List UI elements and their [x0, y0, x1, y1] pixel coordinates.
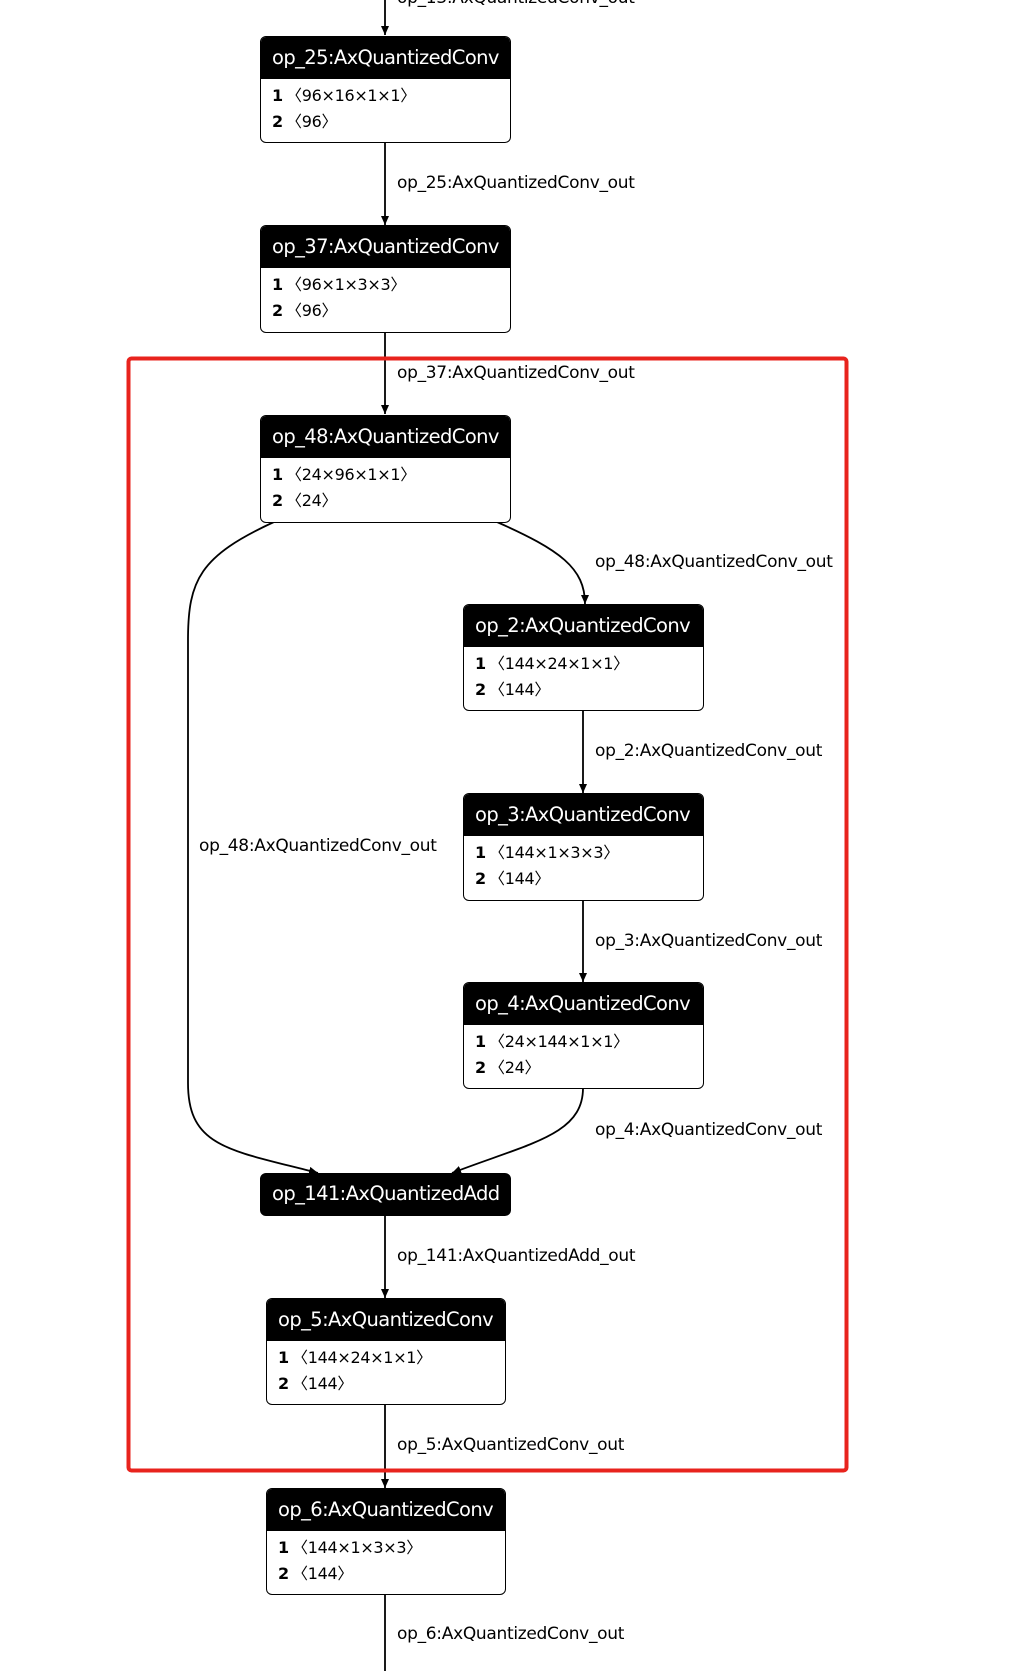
node-title: op_141:AxQuantizedAdd [261, 1174, 510, 1213]
attr-key: 2 [475, 869, 486, 888]
attr-key: 1 [272, 86, 283, 105]
edge-label-top: op_13:AxQuantizedConv_out [397, 0, 635, 8]
node-op-37[interactable]: op_37:AxQuantizedConv 1〈96×1×3×3〉 2〈96〉 [260, 225, 511, 333]
node-op-6[interactable]: op_6:AxQuantizedConv 1〈144×1×3×3〉 2〈144〉 [266, 1488, 506, 1595]
attr-key: 2 [272, 491, 283, 510]
edge-label-op-48-out-right: op_48:AxQuantizedConv_out [595, 552, 833, 572]
edge-label-op-48-out-left: op_48:AxQuantizedConv_out [199, 836, 437, 856]
edge-label-op-37-out: op_37:AxQuantizedConv_out [397, 363, 635, 383]
node-title: op_6:AxQuantizedConv [267, 1489, 505, 1531]
attr-value: 〈144×24×1×1〉 [292, 1348, 432, 1367]
attr-value: 〈144〉 [489, 869, 551, 888]
edge-label-op-25-out: op_25:AxQuantizedConv_out [397, 173, 635, 193]
attr-key: 2 [272, 112, 283, 131]
edge-label-op-2-out: op_2:AxQuantizedConv_out [595, 741, 823, 761]
attr-key: 1 [475, 1032, 486, 1051]
attr-value: 〈144×1×3×3〉 [292, 1538, 422, 1557]
attr-value: 〈24×96×1×1〉 [286, 465, 416, 484]
node-op-5[interactable]: op_5:AxQuantizedConv 1〈144×24×1×1〉 2〈144… [266, 1298, 506, 1405]
attr-value: 〈144〉 [489, 680, 551, 699]
attr-value: 〈144×1×3×3〉 [489, 843, 619, 862]
attr-key: 2 [272, 301, 283, 320]
node-title: op_37:AxQuantizedConv [261, 226, 510, 268]
attr-key: 1 [475, 654, 486, 673]
edge-op-48-to-op-141 [187, 521, 319, 1175]
edge-label-op-3-out: op_3:AxQuantizedConv_out [595, 931, 823, 951]
attr-value: 〈144×24×1×1〉 [489, 654, 629, 673]
attr-key: 1 [272, 465, 283, 484]
attr-value: 〈144〉 [292, 1564, 354, 1583]
node-op-2[interactable]: op_2:AxQuantizedConv 1〈144×24×1×1〉 2〈144… [463, 604, 704, 711]
edge-label-op-141-out: op_141:AxQuantizedAdd_out [397, 1246, 636, 1266]
node-title: op_4:AxQuantizedConv [464, 983, 703, 1025]
attr-value: 〈96〉 [286, 301, 338, 320]
attr-key: 1 [278, 1348, 289, 1367]
attr-value: 〈96〉 [286, 112, 338, 131]
attr-key: 2 [475, 1058, 486, 1077]
edge-op-4-to-op-141 [451, 1087, 584, 1174]
node-title: op_25:AxQuantizedConv [261, 37, 510, 79]
node-title: op_5:AxQuantizedConv [267, 1299, 505, 1341]
attr-key: 2 [475, 680, 486, 699]
attr-key: 1 [278, 1538, 289, 1557]
node-op-25[interactable]: op_25:AxQuantizedConv 1〈96×16×1×1〉 2〈96〉 [260, 36, 511, 143]
edge-label-op-4-out: op_4:AxQuantizedConv_out [595, 1120, 823, 1140]
node-title: op_48:AxQuantizedConv [261, 416, 510, 458]
attr-value: 〈144〉 [292, 1374, 354, 1393]
attr-value: 〈24×144×1×1〉 [489, 1032, 629, 1051]
node-op-48[interactable]: op_48:AxQuantizedConv 1〈24×96×1×1〉 2〈24〉 [260, 415, 511, 523]
edge-label-op-5-out: op_5:AxQuantizedConv_out [397, 1435, 625, 1455]
attr-key: 2 [278, 1564, 289, 1583]
edge-label-op-6-out: op_6:AxQuantizedConv_out [397, 1624, 625, 1644]
highlight-box [126, 356, 849, 1473]
attr-value: 〈96×16×1×1〉 [286, 86, 416, 105]
node-title: op_3:AxQuantizedConv [464, 794, 703, 836]
attr-value: 〈96×1×3×3〉 [286, 275, 407, 294]
edge-op-48-to-op-2 [496, 521, 589, 605]
node-op-3[interactable]: op_3:AxQuantizedConv 1〈144×1×3×3〉 2〈144〉 [463, 793, 704, 901]
node-op-141[interactable]: op_141:AxQuantizedAdd [260, 1173, 511, 1216]
node-op-4[interactable]: op_4:AxQuantizedConv 1〈24×144×1×1〉 2〈24〉 [463, 982, 704, 1089]
attr-key: 2 [278, 1374, 289, 1393]
attr-value: 〈24〉 [286, 491, 338, 510]
node-title: op_2:AxQuantizedConv [464, 605, 703, 647]
attr-key: 1 [475, 843, 486, 862]
attr-value: 〈24〉 [489, 1058, 541, 1077]
attr-key: 1 [272, 275, 283, 294]
